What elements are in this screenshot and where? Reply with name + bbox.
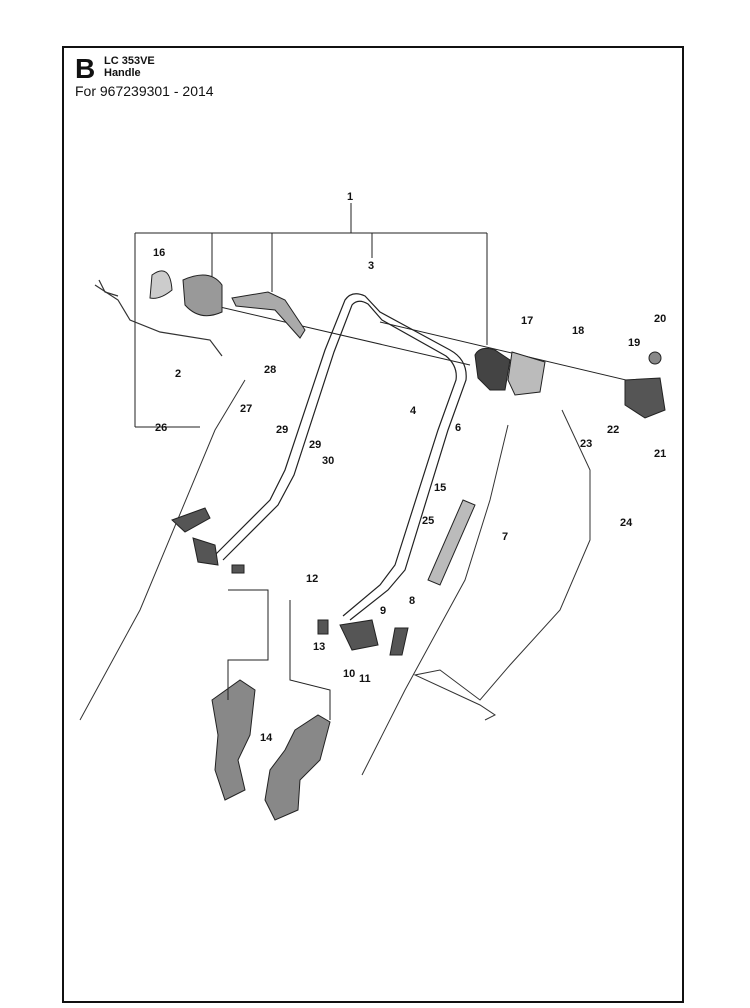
callout-26: 26	[155, 422, 167, 434]
callout-3: 3	[368, 260, 374, 272]
callout-30: 30	[322, 455, 334, 467]
section-letter: B	[75, 53, 96, 84]
callout-9: 9	[380, 605, 386, 617]
cover-25	[427, 499, 476, 586]
cable-2	[94, 279, 223, 357]
page-frame	[62, 46, 684, 1003]
callout-22: 22	[607, 424, 619, 436]
bracket-right	[264, 714, 331, 821]
callout-17: 17	[521, 315, 533, 327]
callout-28: 28	[264, 364, 276, 376]
cable-24	[413, 409, 591, 721]
callout-29-b: 29	[309, 439, 321, 451]
callout-19: 19	[628, 337, 640, 349]
callout-23: 23	[580, 438, 592, 450]
callout-20: 20	[654, 313, 666, 325]
callout-6: 6	[455, 422, 461, 434]
callout-24: 24	[620, 517, 633, 529]
adjuster-parts	[171, 507, 409, 656]
callout-29-a: 29	[276, 424, 288, 436]
cable-7	[361, 424, 509, 776]
callout-25: 25	[422, 515, 434, 527]
callout-8: 8	[409, 595, 415, 607]
callout-12: 12	[306, 573, 318, 585]
bracket-left	[211, 679, 256, 801]
model-name: LC 353VE	[104, 55, 155, 67]
lever-arm	[231, 291, 306, 339]
section-title: Handle	[104, 67, 141, 79]
callout-1: 1	[347, 191, 353, 203]
callout-10: 10	[343, 668, 355, 680]
callout-4: 4	[410, 405, 417, 417]
applies-to: For 967239301 - 2014	[75, 83, 214, 99]
callout-14: 14	[260, 732, 273, 744]
control-box-17	[474, 347, 546, 396]
control-box-19	[624, 351, 666, 419]
leader-lines-item-1	[134, 203, 488, 427]
callout-15: 15	[434, 482, 446, 494]
callout-11: 11	[359, 673, 371, 685]
callout-18: 18	[572, 325, 584, 337]
callout-13: 13	[313, 641, 325, 653]
grip-16	[149, 270, 223, 317]
callout-7: 7	[502, 531, 508, 543]
handle-tube	[214, 293, 467, 621]
callout-2: 2	[175, 368, 181, 380]
callout-21: 21	[654, 448, 666, 460]
callout-27: 27	[240, 403, 252, 415]
bracket-leaders	[227, 589, 331, 720]
callout-16: 16	[153, 247, 165, 259]
